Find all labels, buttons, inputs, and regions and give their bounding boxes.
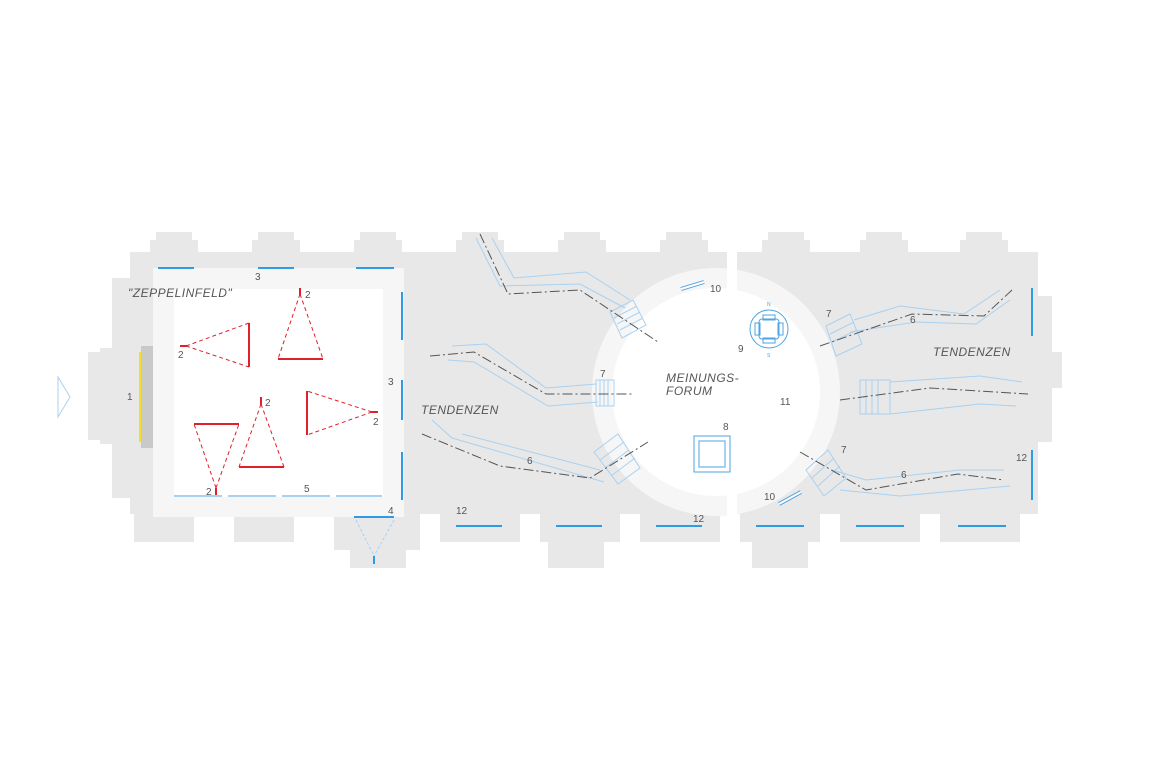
area-label-tendenzen-right: TENDENZEN: [933, 345, 1011, 359]
label-6-top-right: 6: [910, 315, 916, 326]
zeppelinfeld-room-inner: [174, 289, 383, 497]
label-3-right: 3: [388, 377, 394, 388]
pedestal-icon: [693, 435, 731, 473]
label-10-top: 10: [710, 284, 722, 295]
tendenzen-walls: [431, 237, 1023, 497]
entrance-arrow-icon: [57, 375, 71, 419]
label-7-left: 7: [600, 369, 606, 380]
area-label-forum-line2: FORUM: [666, 384, 713, 398]
label-12-center: 12: [693, 514, 705, 525]
projection-2: [277, 288, 324, 360]
compass-north-label: N: [767, 302, 771, 308]
area-label-zeppelinfeld: "ZEPPELINFELD": [128, 286, 232, 300]
label-6-bottom-right: 6: [901, 470, 907, 481]
area-label-tendenzen-left: TENDENZEN: [421, 403, 499, 417]
label-11: 11: [780, 397, 791, 408]
label-1: 1: [127, 392, 133, 403]
label-6-left: 6: [527, 456, 533, 467]
label-2-b: 2: [305, 290, 311, 301]
label-3-top: 3: [255, 272, 261, 283]
label-2-a: 2: [178, 350, 184, 361]
label-4: 4: [388, 506, 394, 517]
top-bays: [150, 232, 1008, 256]
label-7-bottom-right: 7: [841, 445, 847, 456]
label-12-left: 12: [456, 506, 468, 517]
label-5: 5: [304, 484, 310, 495]
bottom-bays: [134, 510, 1020, 568]
projection-4: [238, 397, 285, 468]
forum-floor: [612, 288, 820, 496]
label-2-d: 2: [373, 417, 379, 428]
projection-5: [193, 423, 240, 495]
label-2-e: 2: [206, 487, 212, 498]
visitor-paths: [421, 233, 1029, 491]
area-label-forum-line1: MEINUNGS-: [666, 371, 739, 385]
forum-entry-gap-bottom: [727, 490, 737, 530]
compass-south-label: S: [767, 353, 771, 359]
label-9: 9: [738, 344, 744, 355]
projection-1: [180, 322, 250, 368]
projection-triangles: [180, 288, 378, 495]
label-8: 8: [723, 422, 729, 433]
number-labels: 1 2 2 2 2 2 3 3 4 5 6 6 6 7 7 7 8 9 10 1…: [127, 272, 1028, 525]
label-7-top-right: 7: [826, 309, 832, 320]
label-12-right: 12: [1016, 453, 1028, 464]
entrance-panel: [141, 346, 153, 448]
forum-entry-gap-top: [727, 252, 737, 294]
compass-table-icon: [749, 309, 789, 349]
projection-cone-4: [355, 519, 395, 557]
screen-markers: [680, 280, 802, 506]
blue-wall-markers: [158, 267, 1033, 527]
label-10-bottom: 10: [764, 492, 776, 503]
label-2-c: 2: [265, 398, 271, 409]
projection-3: [306, 390, 378, 436]
